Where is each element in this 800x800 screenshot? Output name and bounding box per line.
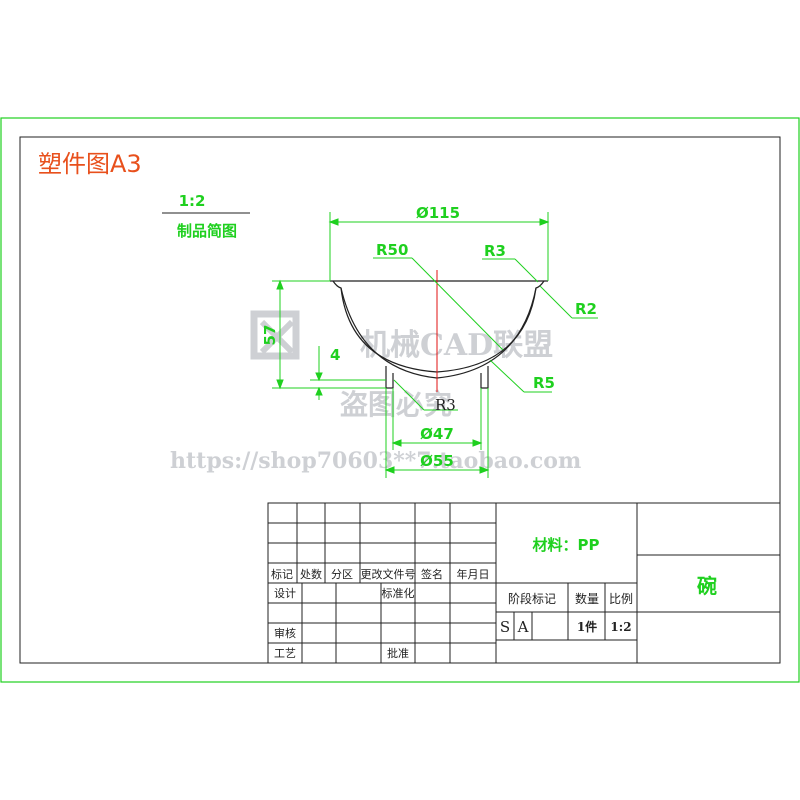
sheet-title: 塑件图A3: [38, 150, 142, 178]
dim-r3-bottom: R3: [435, 396, 456, 414]
caption-label: 制品简图: [177, 222, 237, 240]
dim-d47: Ø47: [420, 425, 454, 443]
tb-header-sign: 签名: [421, 567, 443, 581]
dim-r5: R5: [533, 374, 555, 392]
scale-label: 1:2: [179, 192, 206, 210]
tb-standard: 标准化: [382, 586, 415, 600]
watermark-sub: 盗图必究: [340, 388, 452, 421]
dim-r3-top: R3: [484, 242, 506, 260]
watermark-url: https://shop70603**7.taobao.com: [170, 448, 581, 474]
tb-header-date: 年月日: [457, 567, 490, 581]
tb-ratio: 1:2: [610, 620, 631, 634]
tb-part-name: 碗: [697, 574, 717, 598]
tb-header-count: 处数: [300, 568, 322, 581]
dim-d55: Ø55: [420, 452, 454, 470]
tb-header-change: 更改文件号: [361, 567, 416, 581]
tb-material: 材料：PP: [533, 536, 600, 554]
tb-design: 设计: [274, 587, 296, 600]
title-block: [267, 502, 781, 664]
dim-4: 4: [330, 346, 340, 364]
outer-frame: [0, 117, 800, 683]
tb-qty-label: 数量: [575, 591, 599, 606]
dim-r2: R2: [575, 300, 597, 318]
watermark-brand: 机械CAD联盟: [360, 328, 553, 363]
tb-process: 工艺: [274, 647, 296, 660]
tb-qty: 1件: [577, 619, 597, 634]
tb-approve: 批准: [387, 646, 409, 660]
dim-57: 57: [261, 325, 279, 346]
tb-header-zone: 分区: [331, 568, 353, 581]
tb-review: 审核: [274, 626, 296, 640]
dim-d115: Ø115: [416, 204, 460, 222]
tb-stage-label: 阶段标记: [508, 591, 556, 606]
tb-ratio-label: 比例: [609, 592, 633, 606]
tb-stage-a: A: [517, 618, 529, 636]
watermark-logo-icon: [250, 310, 300, 360]
dimension-lines: [272, 212, 598, 478]
tb-stage-s: S: [500, 618, 510, 636]
dim-r50: R50: [376, 241, 408, 259]
watermark: 机械CAD联盟 盗图必究 https://shop70603**7.taobao…: [170, 310, 581, 474]
tb-header-mark: 标记: [271, 567, 293, 581]
